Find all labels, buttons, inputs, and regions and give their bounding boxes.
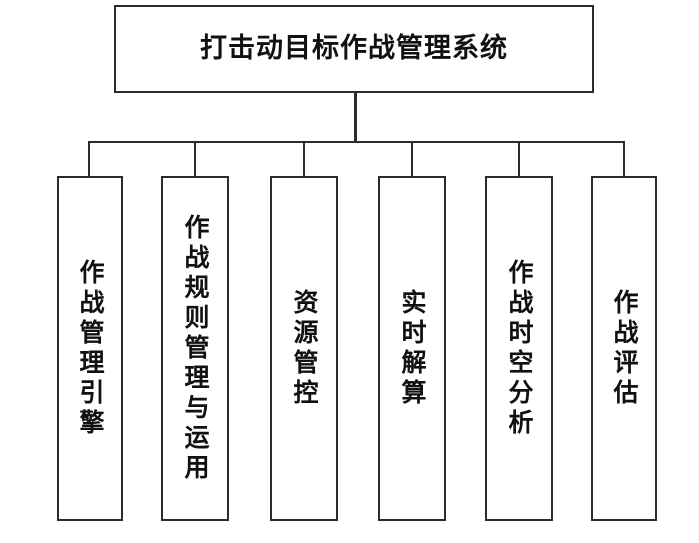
leaf-node-box-5[interactable]: 作战时空分析 (485, 176, 553, 521)
leaf-node-box-1[interactable]: 作战管理引擎 (57, 176, 123, 521)
leaf-node-box-4[interactable]: 实时解算 (378, 176, 446, 521)
leaf-node-box-6[interactable]: 作战评估 (591, 176, 657, 521)
root-node-label: 打击动目标作战管理系统 (200, 33, 508, 65)
drop-connector-line-2 (194, 141, 196, 177)
leaf-node-label-5: 作战时空分析 (505, 258, 534, 439)
leaf-node-box-2[interactable]: 作战规则管理与运用 (161, 176, 229, 521)
leaf-node-label-6: 作战评估 (610, 288, 639, 409)
root-node-box[interactable]: 打击动目标作战管理系统 (114, 5, 594, 93)
drop-connector-line-4 (411, 141, 413, 177)
leaf-node-box-3[interactable]: 资源管控 (270, 176, 338, 521)
trunk-connector-line (354, 92, 357, 143)
drop-connector-line-1 (88, 141, 90, 177)
drop-connector-line-5 (518, 141, 520, 177)
leaf-node-label-3: 资源管控 (290, 288, 319, 409)
drop-connector-line-3 (303, 141, 305, 177)
leaf-node-label-2: 作战规则管理与运用 (181, 213, 210, 484)
horizontal-bus-line (89, 141, 625, 143)
leaf-node-label-1: 作战管理引擎 (76, 258, 105, 439)
drop-connector-line-6 (623, 141, 625, 177)
leaf-node-label-4: 实时解算 (398, 288, 427, 409)
